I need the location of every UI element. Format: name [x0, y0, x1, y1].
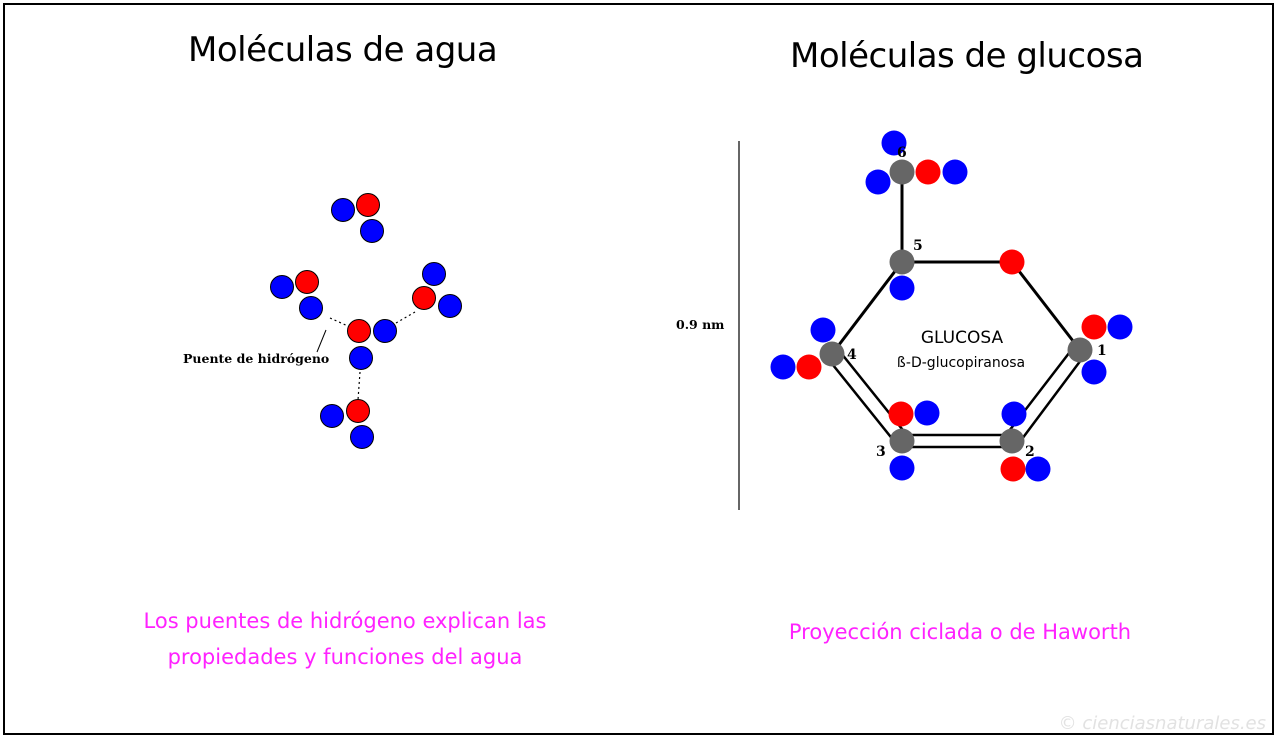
oxygen-atom	[888, 401, 914, 427]
carbon-atom	[819, 341, 845, 367]
oxygen-atom	[1081, 314, 1107, 340]
hydrogen-bond	[357, 371, 361, 401]
hydrogen-atom	[373, 319, 397, 343]
ring-bonds	[830, 172, 1082, 355]
water-caption-line2: propiedades y funciones del agua	[167, 645, 523, 669]
hydrogen-bond	[395, 311, 416, 324]
hydrogen-atom	[881, 130, 907, 156]
carbon-atom	[889, 159, 915, 185]
water-molecule	[331, 193, 384, 243]
carbon-number-6: 6	[897, 145, 907, 161]
hydrogen-atom	[438, 294, 462, 318]
ring-name: GLUCOSA	[921, 328, 1004, 348]
carbon-atom	[999, 428, 1025, 454]
carbon-number-2: 2	[1025, 444, 1035, 460]
watermark: © cienciasnaturales.es	[1058, 713, 1266, 734]
hydrogen-atom	[331, 198, 355, 222]
oxygen-atom	[295, 270, 319, 294]
glucose-diagram: 0.9 nm	[676, 130, 1133, 510]
hydrogen-atom	[1081, 359, 1107, 385]
water-molecule	[412, 262, 462, 318]
glucose-title: Moléculas de glucosa	[790, 36, 1144, 76]
hydrogen-atom	[350, 425, 374, 449]
oxygen-atom	[347, 319, 371, 343]
wedge-bond	[902, 433, 1012, 449]
hydrogen-atom	[889, 275, 915, 301]
oxygen-atom	[412, 286, 436, 310]
hydrogen-atom	[320, 404, 344, 428]
hydrogen-bond	[329, 317, 351, 328]
hydrogen-atom	[942, 159, 968, 185]
oxygen-atom	[915, 159, 941, 185]
ring-subname: ß-D-glucopiranosa	[897, 355, 1025, 371]
carbon-number-1: 1	[1097, 343, 1107, 359]
carbon-atom	[1067, 337, 1093, 363]
hydrogen-atom	[422, 262, 446, 286]
hydrogen-atom	[1107, 314, 1133, 340]
water-caption: Los puentes de hidrógeno explican las pr…	[90, 603, 600, 675]
hydrogen-atom	[865, 169, 891, 195]
label-pointer	[316, 329, 327, 353]
water-title: Moléculas de agua	[188, 30, 498, 70]
hydrogen-atom	[770, 354, 796, 380]
figure-frame	[3, 3, 1274, 735]
oxygen-atom	[346, 399, 370, 423]
hydrogen-atom	[1025, 456, 1051, 482]
carbon-number-5: 5	[913, 238, 923, 254]
hydrogen-atom	[360, 219, 384, 243]
water-cluster: Puente de hidrógeno	[183, 193, 462, 449]
carbon-atom	[889, 428, 915, 454]
hydrogen-atom	[349, 346, 373, 370]
water-caption-line1: Los puentes de hidrógeno explican las	[143, 609, 547, 633]
carbon-number-4: 4	[847, 347, 857, 363]
oxygen-atom	[1000, 456, 1026, 482]
scale-label: 0.9 nm	[676, 317, 724, 332]
oxygen-atom	[356, 193, 380, 217]
hydrogen-atom	[299, 296, 323, 320]
carbon-atom	[889, 249, 915, 275]
hydrogen-atom	[889, 455, 915, 481]
hydrogen-atom	[914, 400, 940, 426]
hbond-label: Puente de hidrógeno	[183, 351, 329, 366]
carbon-number-3: 3	[876, 444, 886, 460]
water-molecule	[347, 319, 397, 370]
water-molecule	[320, 399, 374, 449]
glucose-caption: Proyección ciclada o de Haworth	[788, 620, 1132, 644]
oxygen-atom	[796, 354, 822, 380]
water-molecule	[270, 270, 323, 320]
ring-oxygen-atom	[999, 249, 1025, 275]
hydrogen-atom	[1001, 401, 1027, 427]
hydrogen-atom	[270, 275, 294, 299]
hydrogen-atom	[810, 317, 836, 343]
